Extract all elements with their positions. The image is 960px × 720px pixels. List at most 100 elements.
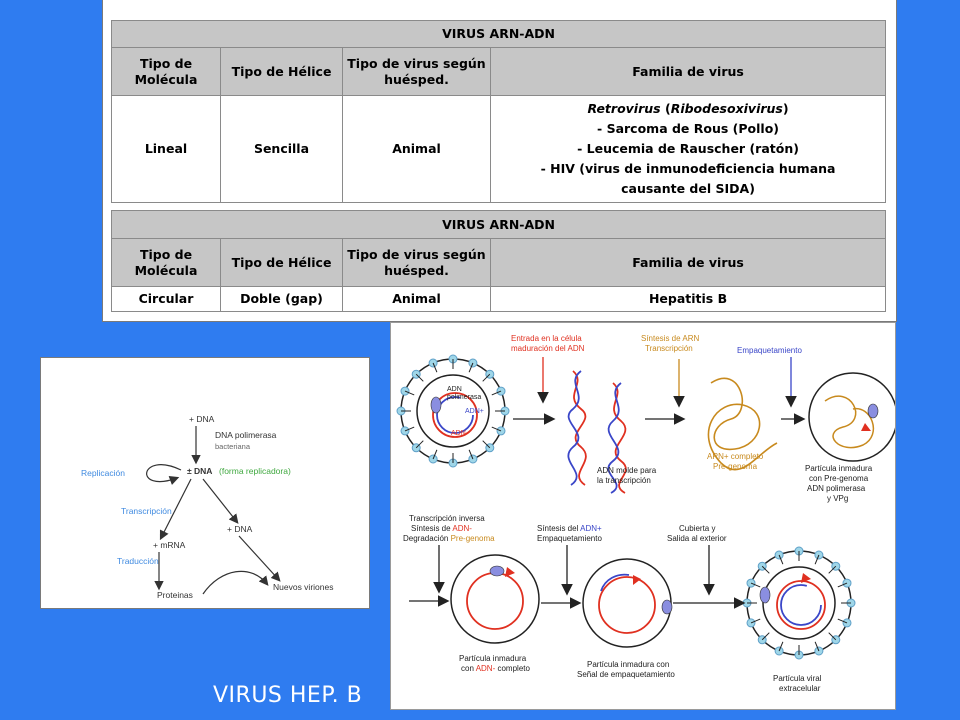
label-bottom1-1: Partícula inmadura [459, 654, 527, 663]
virion-entry-particle [396, 354, 510, 468]
family-ribodesoxivirus: Ribodesoxivirus [670, 101, 783, 116]
rep-traduccion: Traducción [117, 556, 159, 566]
family-hiv: - HIV (virus de inmunodeficiencia humana [540, 161, 836, 176]
immature-particle-signal [582, 558, 673, 648]
label-molde-2: la transcripción [597, 476, 651, 485]
header-tipo-helice: Tipo de Hélice [220, 238, 343, 287]
capsid-spoke [404, 426, 415, 432]
label-empaquetamiento: Empaquetamiento [737, 346, 802, 355]
rep-polimerasa: DNA polimerasa [215, 430, 277, 440]
capsid-spoke [828, 565, 837, 574]
capsid-spoke [468, 449, 474, 460]
header-familia: Familia de virus [489, 238, 887, 287]
capsid-spoke [837, 618, 848, 624]
header-tipo-molecula: Tipo de Molécula [111, 47, 221, 96]
cell-huesped: Animal [342, 286, 491, 312]
label-bottom3-2: extracelular [779, 684, 821, 693]
virus-tables-panel: VIRUS ARN-ADN Tipo de Molécula Tipo de H… [102, 0, 897, 322]
rep-mrna: + mRNA [153, 540, 186, 550]
capsid-spoke [432, 362, 438, 373]
capsid-spoke [828, 632, 837, 641]
capsid-spoke [814, 641, 820, 652]
capsid-spoke [432, 449, 438, 460]
table-title: VIRUS ARN-ADN [110, 210, 887, 239]
capsid-spoke [415, 373, 424, 382]
family-rauscher: - Leucemia de Rauscher (ratón) [577, 141, 799, 156]
table-title: VIRUS ARN-ADN [110, 20, 887, 48]
cell-helice: Sencilla [220, 95, 343, 203]
virus-table-hepatitis: VIRUS ARN-ADN Tipo de Molécula Tipo de H… [110, 210, 887, 312]
label-bottom2-2: Señal de empaquetamiento [577, 670, 675, 679]
rep-arrow-dna [202, 478, 239, 524]
label-bottom1-2: con ADN- completo [461, 664, 530, 673]
header-tipo-virus: Tipo de virus según huésped. [342, 47, 491, 96]
rep-arrow-assembly [202, 570, 269, 595]
particle1-labels: ADN polimerasa ADN+ ADN- [447, 386, 484, 437]
label-bottom2-1: Partícula inmadura con [587, 660, 669, 669]
rep-arrow-virion [238, 535, 281, 582]
cell-helice: Doble (gap) [220, 286, 343, 312]
rep-forma: (forma replicadora) [219, 466, 291, 476]
replication-diagram: + DNA DNA polimerasa bacteriana Replicac… [81, 414, 333, 600]
label-sintesis-adn-2: Empaquetamiento [537, 534, 602, 543]
label-entrada-2: maduración del ADN [511, 344, 585, 353]
label-inmadura-4: y VPg [827, 494, 848, 503]
capsid-spoke [761, 632, 770, 641]
family-paren-close: ) [782, 101, 789, 116]
rep-arrow-mrna [159, 478, 192, 541]
envelope-protein [814, 550, 824, 560]
label-inversa-3a: Degradación Pre-genoma [403, 534, 495, 543]
label-inmadura-3: ADN polimerasa [807, 484, 866, 493]
rep-viriones: Nuevos viriones [273, 582, 333, 592]
label-sintesis-arn-2: Transcripción [645, 344, 693, 353]
label-sintesis-adn-1: Síntesis del ADN+ [537, 524, 602, 533]
envelope-protein [746, 578, 756, 588]
immature-particle-pregenome [808, 372, 895, 462]
cell-huesped: Animal [342, 95, 491, 203]
cell-familia: Retrovirus (Ribodesoxivirus) - Sarcoma d… [489, 95, 887, 203]
label-bottom3-1: Partícula viral [773, 674, 822, 683]
label-inmadura-1: Partícula inmadura [805, 464, 873, 473]
label-molde-1: ADN molde para [597, 466, 657, 475]
capsid-spoke [778, 641, 784, 652]
extracellular-viral-particle [742, 546, 856, 660]
envelope-protein [746, 618, 756, 628]
capsid-spoke [814, 554, 820, 565]
rep-center-dna: ± DNA [187, 466, 212, 476]
header-tipo-helice: Tipo de Hélice [220, 47, 343, 96]
header-familia: Familia de virus [489, 47, 887, 96]
adn-label: ADN [447, 386, 462, 393]
cell-familia: Hepatitis B [489, 286, 887, 312]
slide-title: VIRUS HEP. B [213, 683, 363, 708]
label-cubierta-1: Cubierta y [679, 524, 715, 533]
label-sintesis-arn-1: Síntesis de ARN [641, 334, 699, 343]
envelope-protein [774, 646, 784, 656]
capsid-spoke [837, 582, 848, 588]
envelope-protein [814, 646, 824, 656]
polimerasa-label: polimerasa [447, 394, 481, 401]
label-cubierta-2: Salida al exterior [667, 534, 727, 543]
rep-replicacion: Replicación [81, 468, 125, 478]
family-paren-open: ( [660, 101, 671, 116]
capsid-spoke [761, 565, 770, 574]
header-tipo-virus: Tipo de virus según huésped. [342, 238, 491, 287]
rep-arrow-loop [146, 464, 182, 485]
adn-minus-label: ADN- [451, 430, 469, 437]
hbv-replication-cycle: ADN polimerasa ADN+ ADN- [396, 334, 895, 693]
envelope-protein [774, 550, 784, 560]
rep-dna-right: + DNA [227, 524, 253, 534]
rep-bacteriana: bacteriana [215, 442, 251, 451]
cell-molecula: Lineal [111, 95, 221, 203]
header-tipo-molecula: Tipo de Molécula [111, 238, 221, 287]
arn-pregenoma [707, 377, 778, 471]
label-entrada-1: Entrada en la célula [511, 334, 582, 343]
family-rous: - Sarcoma de Rous (Pollo) [597, 121, 779, 136]
adn-plus-label: ADN+ [465, 408, 484, 415]
envelope-protein [842, 578, 852, 588]
label-arn-completo-2: Pre-genoma [713, 462, 758, 471]
label-inversa-2a: Síntesis de ADN- [411, 524, 472, 533]
label-inmadura-2: con Pre-genoma [809, 474, 869, 483]
capsid-spoke [491, 390, 502, 396]
capsid-spoke [482, 440, 491, 449]
capsid-spoke [404, 390, 415, 396]
